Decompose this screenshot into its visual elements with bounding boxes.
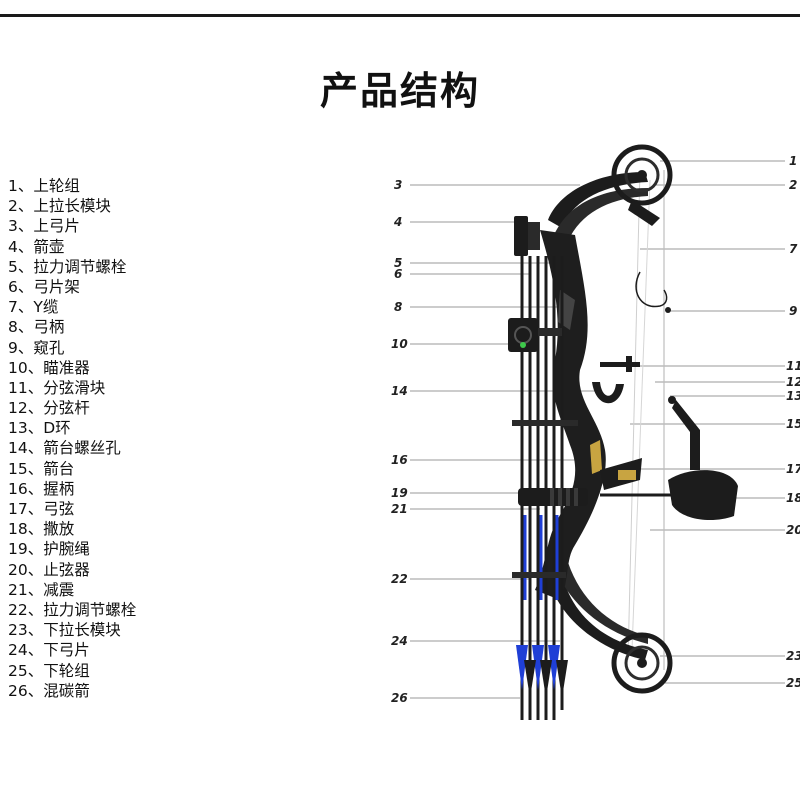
top-rule — [0, 14, 800, 17]
quiver-bracket — [512, 572, 566, 578]
leader-lines-right — [630, 160, 785, 684]
part-item: 21、减震 — [8, 580, 75, 599]
lower-cam — [611, 632, 673, 694]
callout-number: 22 — [391, 572, 408, 586]
part-item: 18、撒放 — [8, 520, 75, 539]
callout-number: 21 — [391, 502, 408, 516]
sling-badge — [618, 470, 636, 480]
callout-number: 19 — [391, 486, 408, 500]
release-aid — [668, 396, 738, 521]
part-item: 24、下弓片 — [8, 641, 90, 660]
part-item: 5、拉力调节螺栓 — [8, 257, 127, 276]
part-item: 1、上轮组 — [8, 177, 80, 195]
peep-loop — [635, 271, 668, 308]
cable — [631, 179, 651, 651]
brand-badge — [590, 440, 602, 474]
part-item: 6、弓片架 — [8, 277, 80, 296]
peep-sight — [665, 307, 671, 313]
callout-number: 12 — [786, 375, 800, 389]
quiver-mount — [528, 222, 540, 250]
callout-number: 11 — [786, 359, 800, 373]
dampener-ribs — [550, 488, 578, 506]
part-item: 4、箭壶 — [8, 237, 65, 256]
callout-number: 3 — [394, 178, 402, 192]
parts-list: 1、上轮组 2、上拉长模块 3、上弓片 4、箭壶 5、拉力调节螺栓 6、弓片架 … — [8, 176, 136, 701]
quiver-bracket — [512, 420, 578, 426]
part-item: 22、拉力调节螺栓 — [8, 600, 137, 619]
upper-cam — [611, 144, 673, 226]
cable-rod — [600, 362, 640, 367]
part-item: 23、下拉长模块 — [8, 621, 121, 640]
callout-number: 15 — [786, 417, 800, 431]
callouts-left: 3 4 5 6 8 10 14 16 19 21 22 24 26 — [391, 178, 408, 705]
riser — [535, 230, 606, 600]
page-title: 产品结构 — [319, 69, 480, 113]
callout-number: 20 — [786, 523, 800, 537]
callout-number: 14 — [391, 384, 408, 398]
quiver-hood — [514, 216, 528, 256]
callout-number: 13 — [786, 389, 800, 403]
part-item: 11、分弦滑块 — [8, 378, 106, 397]
callout-number: 25 — [786, 676, 800, 690]
callouts-right: 1 2 7 9 11 12 13 15 17 18 20 23 25 — [786, 154, 800, 690]
callout-number: 26 — [391, 691, 408, 705]
part-item: 17、弓弦 — [8, 500, 75, 518]
part-item: 12、分弦杆 — [8, 399, 90, 418]
part-item: 26、混碳箭 — [8, 681, 90, 700]
part-item: 19、护腕绳 — [8, 540, 90, 559]
part-item: 15、箭台 — [8, 459, 75, 478]
arrow-rest — [592, 382, 624, 404]
cable-slide — [626, 356, 632, 372]
part-item: 2、上拉长模块 — [8, 197, 111, 216]
part-item: 14、箭台螺丝孔 — [8, 439, 121, 458]
callout-number: 17 — [786, 462, 800, 476]
callout-number: 16 — [391, 453, 408, 467]
callout-number: 6 — [394, 267, 402, 281]
part-item: 25、下轮组 — [8, 661, 90, 680]
cable — [627, 169, 641, 661]
part-item: 10、瞄准器 — [8, 358, 90, 377]
callout-number: 4 — [393, 215, 402, 229]
callout-number: 9 — [789, 304, 797, 318]
part-item: 9、窥孔 — [8, 338, 65, 357]
callout-number: 8 — [394, 300, 402, 314]
sight — [508, 318, 562, 352]
part-item: 16、握柄 — [8, 479, 75, 498]
callout-number: 24 — [391, 634, 408, 648]
part-item: 3、上弓片 — [8, 217, 80, 236]
part-item: 20、止弦器 — [8, 560, 90, 579]
callout-number: 2 — [789, 178, 797, 192]
callout-number: 7 — [789, 242, 798, 256]
callout-number: 5 — [394, 256, 402, 270]
part-item: 13、D环 — [8, 419, 71, 438]
part-item: 7、Y缆 — [8, 298, 59, 317]
callout-number: 18 — [786, 491, 800, 505]
callout-number: 23 — [786, 649, 800, 663]
part-item: 8、弓柄 — [8, 318, 65, 337]
callout-number: 1 — [789, 154, 797, 168]
callout-number: 10 — [391, 337, 408, 351]
